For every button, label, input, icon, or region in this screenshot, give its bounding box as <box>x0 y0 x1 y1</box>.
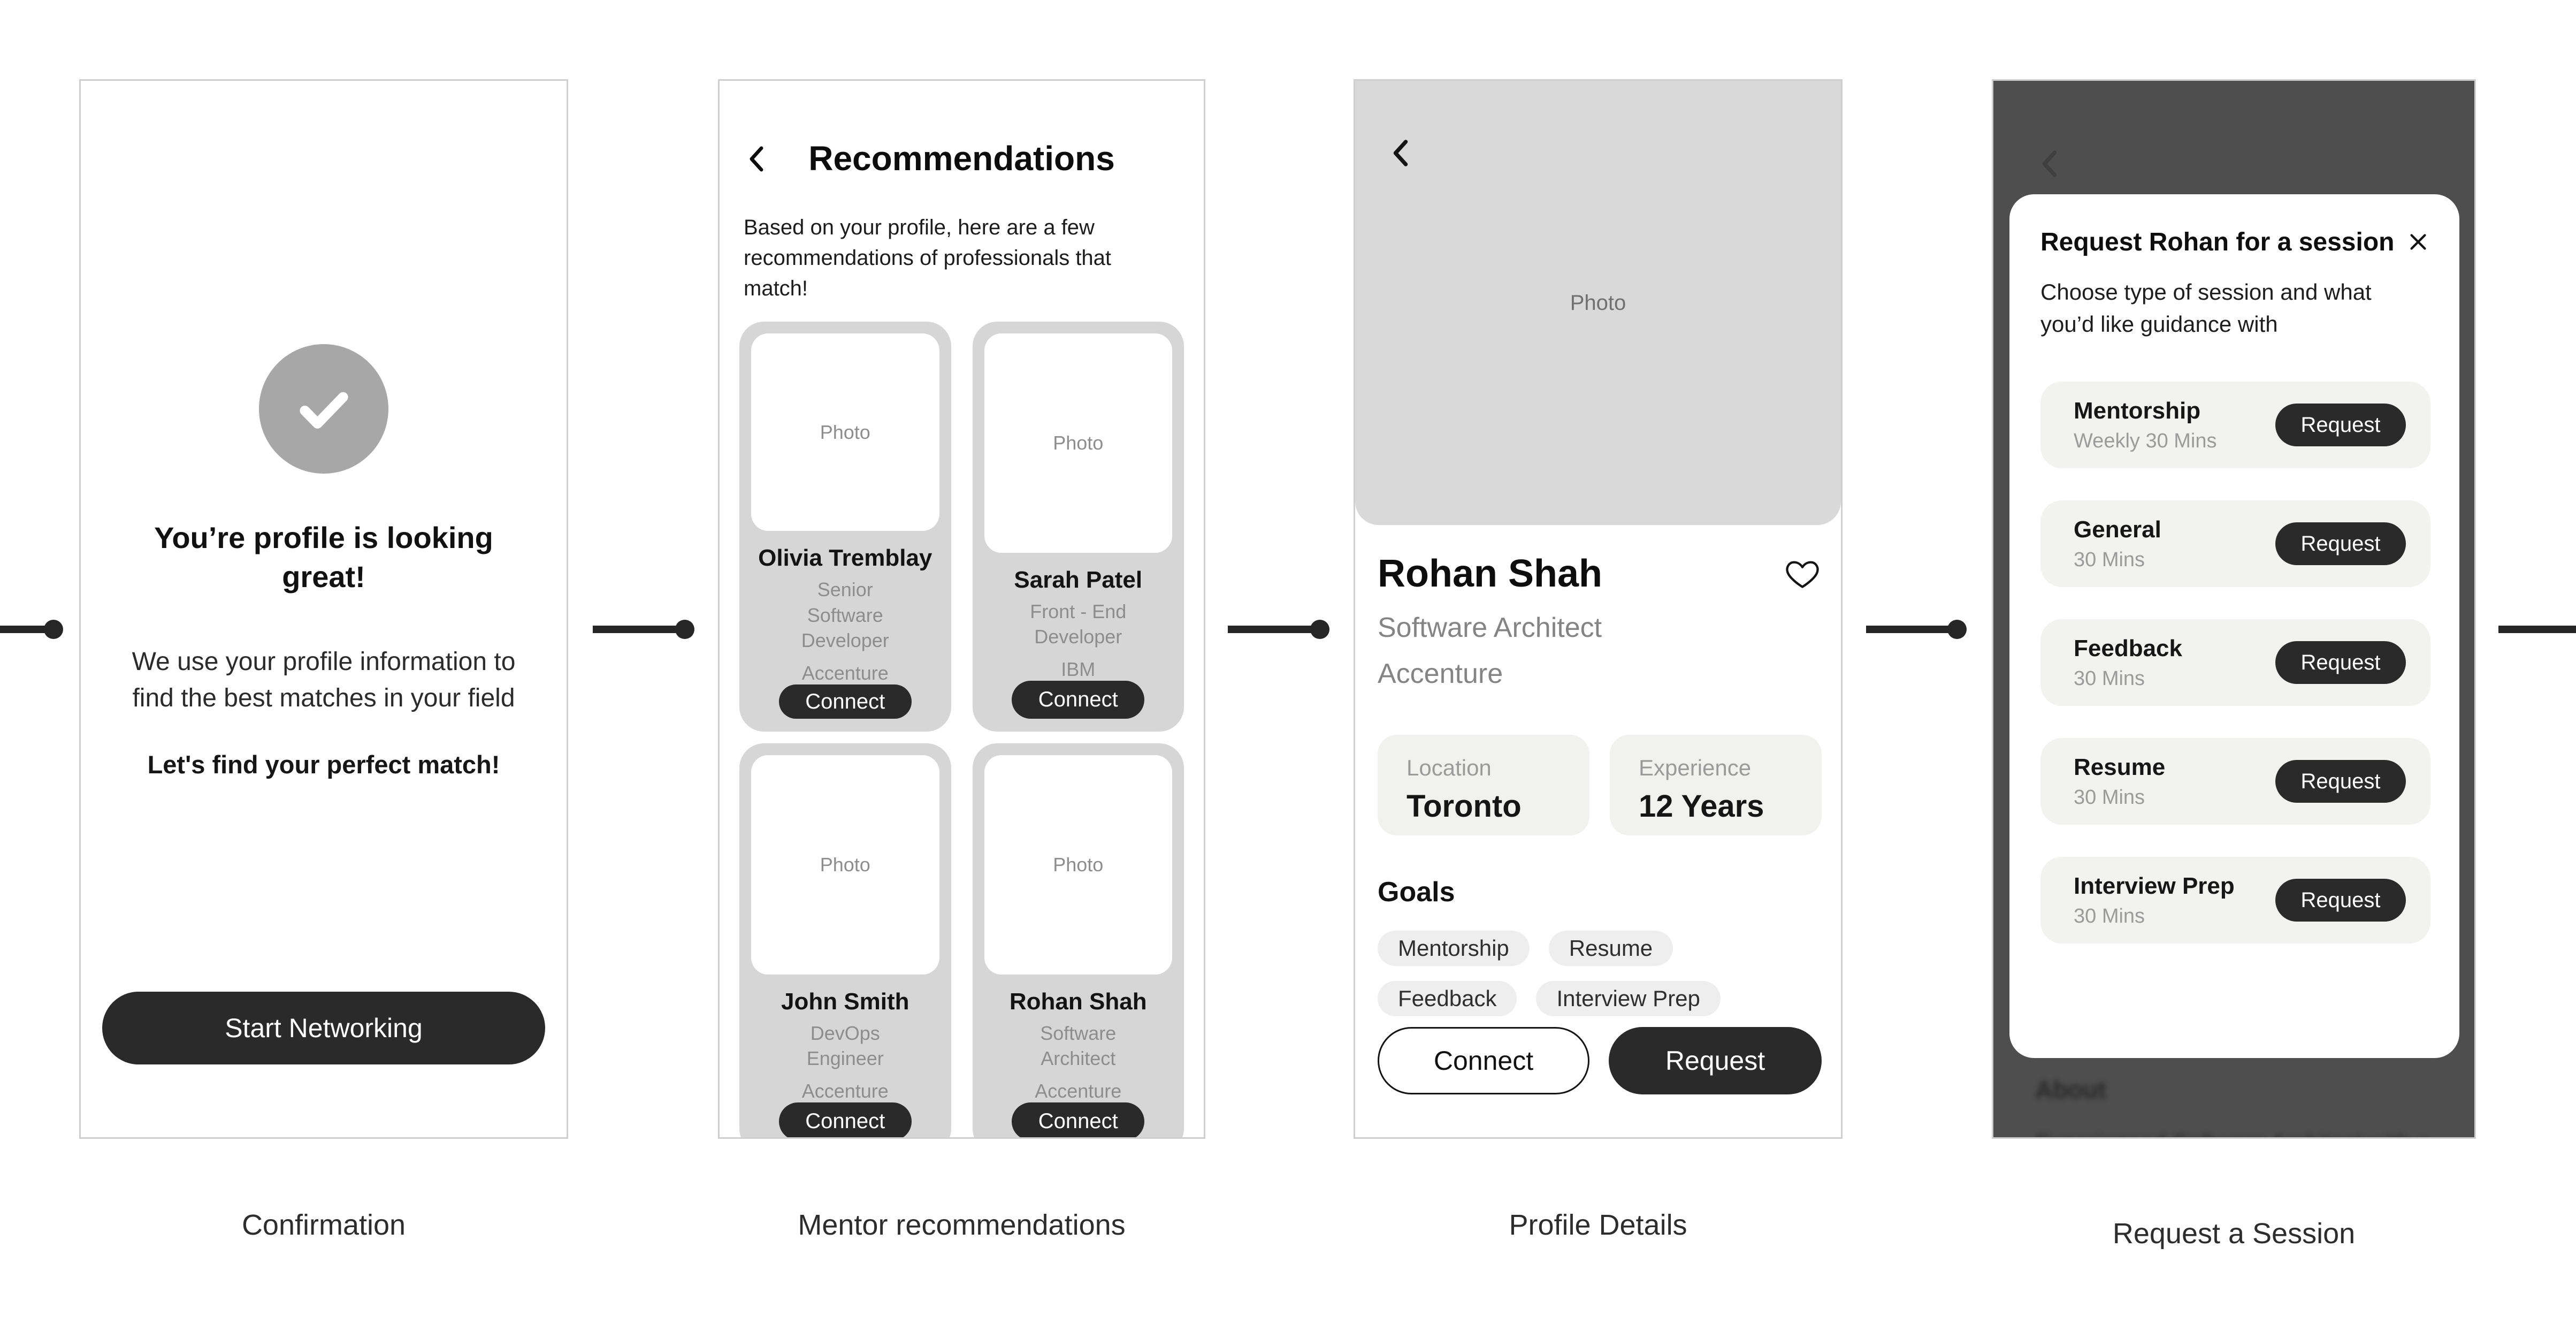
goal-tag: Resume <box>1548 931 1673 966</box>
session-list: Mentorship Weekly 30 Mins Request Genera… <box>2040 382 2430 944</box>
session-duration: 30 Mins <box>2074 667 2145 690</box>
experience-label: Experience <box>1639 755 1752 780</box>
profile-name: Rohan Shah <box>1378 552 1603 595</box>
location-label: Location <box>1407 755 1492 780</box>
modal-title: Request Rohan for a session <box>2040 228 2395 256</box>
mentor-name: Olivia Tremblay <box>758 545 932 572</box>
photo-placeholder: Photo <box>751 755 939 975</box>
mentor-company: Accenture <box>801 1079 889 1102</box>
session-name: Interview Prep <box>2074 872 2235 899</box>
session-duration: 30 Mins <box>2074 904 2145 927</box>
mentor-company: Accenture <box>1035 1079 1122 1102</box>
mentor-card: Photo Sarah Patel Front - End Developer … <box>972 322 1184 732</box>
mentor-card: Photo John Smith DevOps Engineer Accentu… <box>739 743 951 1137</box>
connect-button[interactable]: Connect <box>1378 1027 1589 1094</box>
goal-tag: Feedback <box>1378 981 1517 1016</box>
recommendations-subtitle: Based on your profile, here are a few re… <box>744 216 1112 300</box>
mentor-name: John Smith <box>781 988 909 1015</box>
mentor-role: Front - End Developer <box>1030 600 1127 648</box>
goal-tag: Mentorship <box>1378 931 1530 966</box>
about-text: Experienced Software Architect with a pa… <box>2035 1125 2451 1137</box>
dimmed-about-section: About Experienced Software Architect wit… <box>2035 1075 2451 1137</box>
experience-box: Experience 12 Years <box>1610 735 1822 835</box>
mentor-role: DevOps Engineer <box>806 1022 884 1070</box>
screen-request-session: Request Rohan for a session Choose type … <box>1992 79 2476 1139</box>
mentor-card: Photo Olivia Tremblay Senior Software De… <box>739 322 951 732</box>
photo-placeholder: Photo <box>984 755 1172 975</box>
request-session-modal: Request Rohan for a session Choose type … <box>2009 194 2459 1058</box>
flow-connector-dot <box>44 620 63 639</box>
flow-connector-dot <box>675 620 694 639</box>
session-name: Feedback <box>2074 635 2182 661</box>
photo-placeholder: Photo <box>984 333 1172 553</box>
mentor-role: Senior Software Developer <box>801 579 889 652</box>
flow-connector-line <box>0 626 51 633</box>
request-button[interactable]: Request <box>2275 760 2406 803</box>
mentor-company: IBM <box>1061 658 1096 680</box>
connect-button[interactable]: Connect <box>1012 680 1145 719</box>
flow-connector-line <box>1228 626 1320 633</box>
connect-button[interactable]: Connect <box>778 1102 912 1137</box>
about-heading: About <box>2035 1076 2106 1104</box>
back-icon[interactable] <box>745 143 768 175</box>
photo-placeholder: Photo <box>751 333 939 531</box>
panel-caption-confirmation: Confirmation <box>241 1209 406 1241</box>
goals-heading: Goals <box>1378 877 1455 908</box>
screen-confirmation: You’re profile is looking great! We use … <box>79 79 568 1139</box>
profile-photo-placeholder: Photo <box>1355 81 1841 525</box>
screen-profile-details: Photo Rohan Shah Software Architect Acce… <box>1354 79 1843 1139</box>
session-name: Mentorship <box>2074 397 2201 424</box>
modal-subtitle: Choose type of session and what you’d li… <box>2040 279 2372 337</box>
mentor-card: Photo Rohan Shah Software Architect Acce… <box>972 743 1184 1137</box>
panel-caption-mentor-recommendations: Mentor recommendations <box>798 1209 1126 1241</box>
session-name: General <box>2074 516 2161 543</box>
screen-recommendations: Recommendations Based on your profile, h… <box>718 79 1205 1139</box>
mentor-company: Accenture <box>801 661 889 684</box>
confirmation-title: You’re profile is looking great! <box>154 521 493 594</box>
flow-connector-line <box>593 626 685 633</box>
session-duration: 30 Mins <box>2074 548 2145 571</box>
flow-connector-line <box>2498 626 2576 633</box>
confirmation-body: We use your profile information to find … <box>132 648 516 713</box>
connect-button[interactable]: Connect <box>1012 1102 1145 1137</box>
mentor-name: Sarah Patel <box>1014 566 1143 593</box>
mentor-grid: Photo Olivia Tremblay Senior Software De… <box>739 322 1184 1137</box>
profile-company: Accenture <box>1378 658 1503 689</box>
request-button[interactable]: Request <box>2275 404 2406 447</box>
session-row: Interview Prep 30 Mins Request <box>2040 857 2430 944</box>
session-row: Resume 30 Mins Request <box>2040 738 2430 825</box>
session-name: Resume <box>2074 754 2166 780</box>
confirmation-emphasis: Let's find your perfect match! <box>147 750 500 779</box>
photo-placeholder-label: Photo <box>1570 291 1626 315</box>
request-button[interactable]: Request <box>2275 879 2406 922</box>
panel-caption-profile-details: Profile Details <box>1509 1209 1687 1241</box>
back-icon[interactable] <box>1388 136 1413 170</box>
start-networking-button[interactable]: Start Networking <box>102 992 545 1064</box>
location-box: Location Toronto <box>1378 735 1589 835</box>
session-row: Feedback 30 Mins Request <box>2040 619 2430 706</box>
back-icon-dimmed <box>2037 147 2062 180</box>
profile-role: Software Architect <box>1378 612 1602 643</box>
success-check-icon <box>259 344 388 474</box>
panel-caption-request-session: Request a Session <box>2112 1218 2356 1250</box>
goal-tag: Interview Prep <box>1536 981 1721 1016</box>
session-row: General 30 Mins Request <box>2040 500 2430 588</box>
request-button[interactable]: Request <box>2275 641 2406 684</box>
request-button[interactable]: Request <box>1609 1027 1822 1094</box>
close-icon[interactable] <box>2406 230 2430 254</box>
location-value: Toronto <box>1407 789 1522 824</box>
recommendations-title: Recommendations <box>808 139 1115 178</box>
mentor-name: Rohan Shah <box>1009 988 1147 1015</box>
session-duration: Weekly 30 Mins <box>2074 429 2217 452</box>
experience-value: 12 Years <box>1639 789 1764 824</box>
favorite-heart-icon[interactable] <box>1785 558 1820 590</box>
flow-connector-dot <box>1310 620 1329 639</box>
flow-connector-line <box>1866 626 1957 633</box>
flow-connector-dot <box>1947 620 1967 639</box>
connect-button[interactable]: Connect <box>778 684 912 719</box>
request-button[interactable]: Request <box>2275 522 2406 566</box>
session-duration: 30 Mins <box>2074 786 2145 809</box>
mentor-role: Software Architect <box>1040 1022 1117 1070</box>
session-row: Mentorship Weekly 30 Mins Request <box>2040 382 2430 469</box>
